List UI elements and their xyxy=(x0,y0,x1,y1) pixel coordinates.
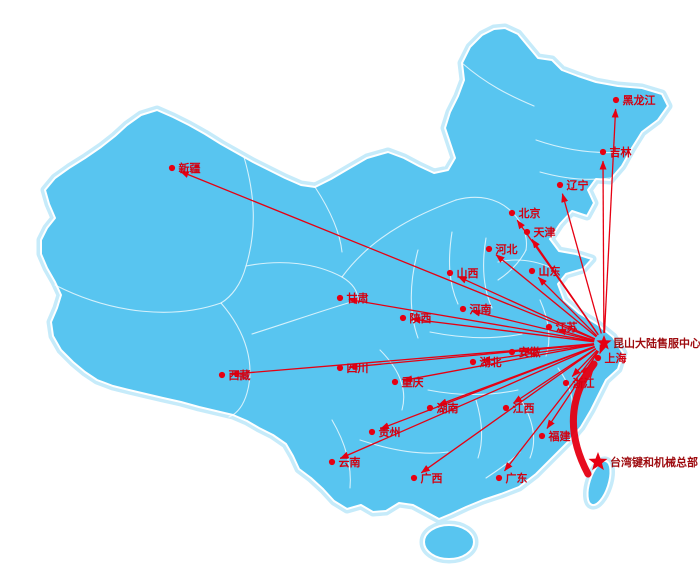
hub-star xyxy=(596,335,612,350)
city-dot xyxy=(336,364,344,372)
service-route-arrow xyxy=(537,276,598,337)
province-borders xyxy=(54,62,623,489)
service-route-arrow xyxy=(603,108,619,334)
city-label: 河南 xyxy=(470,302,492,316)
city-label: 安徽 xyxy=(519,345,542,359)
service-route-arrow xyxy=(411,316,595,343)
city-label: 浙江 xyxy=(573,376,595,390)
city-label: 贵州 xyxy=(379,425,401,439)
city-label: 山西 xyxy=(457,266,479,280)
city-dot xyxy=(328,458,336,466)
city-label: 重庆 xyxy=(402,375,424,389)
city-dot xyxy=(508,348,516,356)
service-routes xyxy=(179,108,619,474)
city-dot xyxy=(469,358,477,366)
service-route-arrow xyxy=(379,345,595,430)
city-dot xyxy=(594,354,602,362)
city-label: 上海 xyxy=(605,351,627,365)
hub-label: 昆山大陆售服中心 xyxy=(613,336,700,350)
city-label: 新疆 xyxy=(179,161,201,175)
service-route-arrow xyxy=(503,350,599,472)
service-route-arrow xyxy=(495,254,597,338)
service-route-arrow xyxy=(531,238,599,336)
service-route-arrow xyxy=(230,343,595,377)
city-label: 甘肃 xyxy=(347,291,369,305)
china-outline xyxy=(40,27,669,520)
city-dot xyxy=(528,267,536,275)
taiwan-hq-star xyxy=(588,452,608,471)
service-route-arrow xyxy=(420,348,597,474)
taiwan-to-hub-arrow xyxy=(569,360,598,478)
taiwan-hq-label: 台湾键和机械总部 xyxy=(610,455,698,469)
service-route-arrow xyxy=(571,349,598,377)
hq-markers: 昆山大陆售服中心 台湾键和机械总部 xyxy=(588,335,700,471)
city-label: 湖北 xyxy=(480,355,502,369)
city-label: 福建 xyxy=(548,429,572,443)
city-dot xyxy=(599,148,607,156)
service-route-arrow xyxy=(471,309,595,342)
city-dot xyxy=(562,379,570,387)
service-route-arrow xyxy=(481,343,595,363)
city-dot xyxy=(485,245,493,253)
city-label: 云南 xyxy=(339,455,361,469)
city-dot xyxy=(368,428,376,436)
service-route-arrow xyxy=(339,346,596,459)
service-route-arrow xyxy=(457,276,596,340)
city-dot xyxy=(545,323,553,331)
hainan-island xyxy=(423,524,475,560)
city-dot xyxy=(556,181,564,189)
service-route-arrow xyxy=(403,344,595,383)
city-label: 江西 xyxy=(513,401,535,415)
city-dot xyxy=(523,228,531,236)
service-route-arrow xyxy=(599,160,607,334)
city-dot xyxy=(495,474,503,482)
city-label: 四川 xyxy=(347,362,369,375)
city-label: 北京 xyxy=(519,206,541,220)
city-dot xyxy=(508,209,516,217)
city-dot xyxy=(538,432,546,440)
service-route-arrow xyxy=(546,350,600,429)
city-dot xyxy=(218,371,226,379)
city-dot xyxy=(410,474,418,482)
city-label: 黑龙江 xyxy=(623,93,656,107)
city-label: 广东 xyxy=(506,471,528,485)
service-route-arrow xyxy=(348,297,595,342)
city-dot xyxy=(459,305,467,313)
city-label: 河北 xyxy=(496,242,518,256)
city-dot xyxy=(426,404,434,412)
city-label: 陕西 xyxy=(410,311,432,325)
service-route-arrow xyxy=(179,170,595,340)
service-route-arrow xyxy=(561,193,602,334)
city-label: 江苏 xyxy=(556,320,578,334)
city-label: 辽宁 xyxy=(567,178,589,192)
city-label: 山东 xyxy=(539,264,561,278)
city-label: 湖南 xyxy=(437,401,459,415)
city-label: 广西 xyxy=(421,471,443,485)
city-dot xyxy=(502,404,510,412)
city-dot xyxy=(399,314,407,322)
city-label: 天津 xyxy=(534,225,556,239)
city-dot xyxy=(446,269,454,277)
city-dot xyxy=(391,378,399,386)
service-route-arrow xyxy=(513,347,597,404)
taiwan-island xyxy=(586,459,612,507)
city-label: 吉林 xyxy=(610,145,632,159)
service-route-arrow xyxy=(557,328,595,341)
city-label: 西藏 xyxy=(229,368,251,382)
city-dot xyxy=(336,294,344,302)
city-dot xyxy=(168,164,176,172)
city-dots xyxy=(168,96,620,482)
city-dot xyxy=(612,96,620,104)
